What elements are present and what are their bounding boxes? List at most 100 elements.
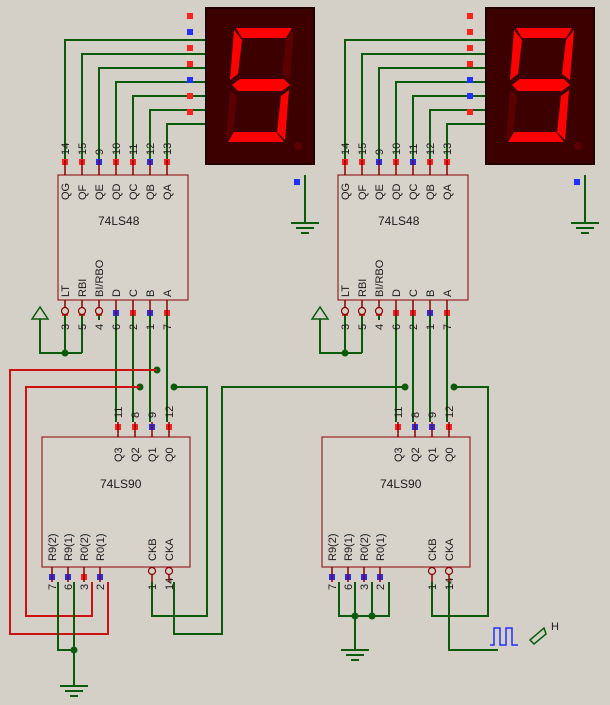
pin-state-marker — [467, 45, 473, 51]
pin-number: 2 — [128, 324, 140, 330]
pin-label: R9(2) — [47, 533, 59, 561]
displays — [205, 7, 595, 165]
segment-a — [516, 28, 572, 38]
pin-number: 3 — [79, 584, 91, 590]
probe-arrow-icon — [528, 626, 547, 646]
pin-number: 14 — [164, 578, 176, 590]
junction-dot — [341, 349, 349, 357]
pin-number: 1 — [147, 584, 159, 590]
junction-dot — [368, 612, 376, 620]
reset-wire — [25, 386, 140, 617]
pin-state-marker — [187, 93, 193, 99]
pin-number: 6 — [111, 324, 123, 330]
pin-label: R0(1) — [95, 533, 107, 561]
inversion-bubble — [444, 566, 454, 576]
pin-number: 6 — [343, 584, 355, 590]
pin-label: Q3 — [393, 447, 405, 462]
junction-dot — [401, 383, 409, 391]
pin-number: 3 — [60, 324, 72, 330]
pin-number: 9 — [374, 149, 386, 155]
pin-label: D — [391, 289, 403, 297]
segment-line — [395, 81, 486, 160]
pin-label: R9(1) — [63, 533, 75, 561]
pin-label-qd: QD — [391, 183, 403, 200]
pin-label: Q3 — [113, 447, 125, 462]
inversion-bubble — [94, 306, 104, 316]
segment-e — [226, 90, 237, 140]
pin-label-qg: QG — [60, 183, 72, 200]
pin-number: 6 — [63, 584, 75, 590]
segment-line — [429, 109, 486, 160]
pin-state-marker — [187, 29, 193, 35]
pin-number: 2 — [375, 584, 387, 590]
clock-label: H — [551, 621, 559, 633]
segment-c — [557, 90, 569, 140]
pin-number: 10 — [111, 143, 123, 155]
segment-f — [230, 30, 242, 80]
segment-d — [228, 132, 284, 142]
clock-source-icon — [490, 627, 518, 646]
pin-number: 7 — [327, 584, 339, 590]
pin-label: Q0 — [444, 447, 456, 462]
chip-body — [337, 174, 469, 301]
pin-number: 8 — [410, 412, 422, 418]
pin-number: 9 — [94, 149, 106, 155]
pin-state-marker — [467, 109, 473, 115]
inversion-bubble — [77, 306, 87, 316]
pin-label: Q0 — [164, 447, 176, 462]
pin-number: 9 — [427, 412, 439, 418]
pin-number: 12 — [425, 143, 437, 155]
decimal-point — [294, 142, 302, 150]
segment-f — [510, 30, 522, 80]
segment-b — [562, 30, 574, 80]
pin-label: R0(2) — [359, 533, 371, 561]
pin-label: LT — [60, 285, 72, 297]
reset-wire — [9, 369, 157, 635]
segment-d — [508, 132, 564, 142]
pin-label: Q1 — [147, 447, 159, 462]
pin-label: Q2 — [130, 447, 142, 462]
inversion-bubble — [147, 566, 157, 576]
pin-label-qc: QC — [408, 183, 420, 200]
pin-number: 9 — [147, 412, 159, 418]
left_display — [205, 7, 315, 165]
segment-g — [232, 79, 290, 91]
pin-label: Q2 — [410, 447, 422, 462]
segment-line — [344, 39, 486, 160]
pin-number: 15 — [357, 143, 369, 155]
segment-line — [361, 53, 486, 160]
vcc-arrow-icon — [30, 305, 50, 320]
pin-label: R9(1) — [343, 533, 355, 561]
pin-number: 10 — [391, 143, 403, 155]
pin-state-marker — [467, 61, 473, 67]
pin-state-marker — [574, 179, 580, 185]
pin-label: CKA — [444, 538, 456, 561]
pin-label-qa: QA — [442, 183, 454, 200]
pin-number: 7 — [47, 584, 59, 590]
pin-label: R0(1) — [375, 533, 387, 561]
vcc-arrow-icon — [310, 305, 330, 320]
wire — [431, 386, 489, 617]
misc-symbols: H — [30, 222, 599, 697]
pin-number: 5 — [77, 324, 89, 330]
segment-line — [81, 53, 206, 160]
pin-number: 1 — [427, 584, 439, 590]
chip-name: 74LS48 — [98, 214, 140, 228]
segment-c — [277, 90, 289, 140]
pin-state-marker — [467, 29, 473, 35]
inversion-bubble — [164, 566, 174, 576]
pin-number: 11 — [393, 407, 405, 418]
pin-number: 3 — [340, 324, 352, 330]
pin-number: 11 — [128, 144, 140, 155]
pin-label-qf: QF — [357, 184, 369, 200]
pin-label: BI/RBO — [94, 259, 106, 297]
pin-state-marker — [467, 77, 473, 83]
segment-line — [132, 95, 206, 160]
pin-label-qc: QC — [128, 183, 140, 200]
pin-number: 14 — [340, 143, 352, 155]
pin-number: 7 — [162, 324, 174, 330]
pin-label-qb: QB — [425, 184, 437, 200]
